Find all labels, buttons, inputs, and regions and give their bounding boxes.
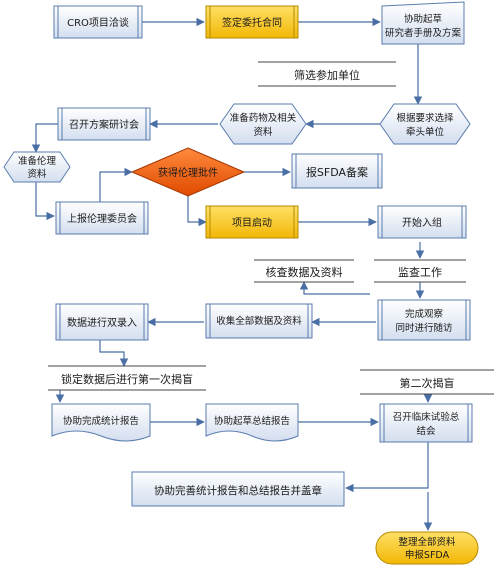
arrow-entry-to-lock (99, 340, 129, 367)
node-select-units: 筛选参加单位 (258, 61, 396, 87)
arrow-meeting-to-ethics-prep (31, 123, 58, 153)
submit-sfda-line2: 申报SFDA (405, 549, 450, 561)
node-complete-obs: 完成观察 同时进行随访 (377, 299, 471, 341)
check-data-label: 核查数据及资料 (266, 265, 343, 279)
arrow-submit-to-approval (99, 167, 133, 202)
summary-meeting-line1: 召开临床试验总 (393, 411, 460, 423)
select-units-label: 筛选参加单位 (294, 68, 360, 82)
assist-draft-line2: 研究者手册及方案 (385, 27, 462, 39)
node-start-enroll: 开始入组 (377, 205, 467, 239)
node-check-data: 核查数据及资料 (254, 259, 354, 283)
node-sign-contract: 签定委托合同 (205, 5, 299, 39)
node-submit-ethics: 上报伦理委员会 (55, 201, 149, 235)
node-stat-report: 协助完成统计报告 (51, 403, 151, 442)
arrow-approval-to-start (187, 196, 207, 227)
finalize-seal-label: 协助完善统计报告和总结报告并盖章 (154, 484, 322, 497)
node-submit-sfda: 整理全部资料 申报SFDA (375, 531, 479, 565)
node-collect-data: 收集全部数据及资料 (205, 303, 313, 339)
prepare-ethics-line1: 准备伦理 (18, 155, 57, 167)
node-finalize-seal: 协助完善统计报告和总结报告并盖章 (131, 471, 345, 507)
draft-summary-label: 协助起草总结报告 (214, 415, 290, 427)
summary-meeting-line2: 结会 (416, 425, 436, 437)
monitor-label: 监查工作 (398, 265, 442, 279)
prepare-drugs-line2: 资料 (253, 126, 273, 138)
collect-data-label: 收集全部数据及资料 (216, 315, 302, 327)
node-select-lead: 根据要求选择 牵头单位 (379, 103, 471, 145)
complete-obs-line2: 同时进行随访 (395, 322, 453, 334)
sfda-record-label: 报SFDA备案 (306, 165, 368, 179)
node-summary-meeting: 召开临床试验总 结会 (379, 403, 473, 443)
start-enroll-label: 开始入组 (402, 216, 442, 229)
node-cro-talk: CRO项目洽谈 (53, 5, 143, 39)
node-double-entry: 数据进行双录入 (55, 303, 149, 341)
sign-contract-label: 签定委托合同 (222, 16, 282, 29)
submit-sfda-line1: 整理全部资料 (398, 536, 456, 548)
arrow-ethics-prep-to-submit (35, 182, 55, 221)
complete-obs-line1: 完成观察 (405, 308, 444, 320)
select-lead-line1: 根据要求选择 (396, 112, 454, 124)
node-hold-meeting: 召开方案研讨会 (57, 107, 151, 141)
lock-unblind-label: 锁定数据后进行第一次揭盲 (61, 372, 193, 386)
node-monitor: 监查工作 (374, 259, 466, 283)
node-draft-summary: 协助起草总结报告 (205, 403, 299, 442)
stat-report-label: 协助完成统计报告 (63, 415, 139, 427)
arrow-monitor-to-check (299, 281, 370, 295)
connectors (31, 17, 433, 531)
node-second-unblind: 第二次揭盲 (360, 369, 494, 395)
double-entry-label: 数据进行双录入 (67, 316, 137, 329)
hold-meeting-label: 召开方案研讨会 (69, 118, 139, 131)
node-project-start: 项目启动 (205, 205, 299, 239)
assist-draft-line1: 协助起草 (404, 13, 442, 25)
node-lock-unblind: 锁定数据后进行第一次揭盲 (48, 365, 206, 391)
node-prepare-ethics: 准备伦理 资料 (3, 151, 71, 183)
node-sfda-record: 报SFDA备案 (291, 153, 383, 189)
select-lead-line2: 牵头单位 (406, 126, 445, 138)
second-unblind-label: 第二次揭盲 (400, 376, 455, 390)
project-start-label: 项目启动 (232, 216, 272, 229)
arrow-meeting-to-finalize (345, 442, 429, 493)
ethics-approval-label: 获得伦理批件 (158, 166, 218, 179)
node-assist-draft: 协助起草 研究者手册及方案 (381, 1, 465, 45)
submit-ethics-label: 上报伦理委员会 (67, 212, 137, 225)
cro-talk-label: CRO项目洽谈 (67, 16, 129, 29)
prepare-ethics-line2: 资料 (27, 168, 47, 180)
node-prepare-drugs: 准备药物及相关 资料 (219, 103, 307, 145)
prepare-drugs-line1: 准备药物及相关 (230, 112, 297, 124)
node-ethics-approval: 获得伦理批件 (130, 147, 246, 197)
